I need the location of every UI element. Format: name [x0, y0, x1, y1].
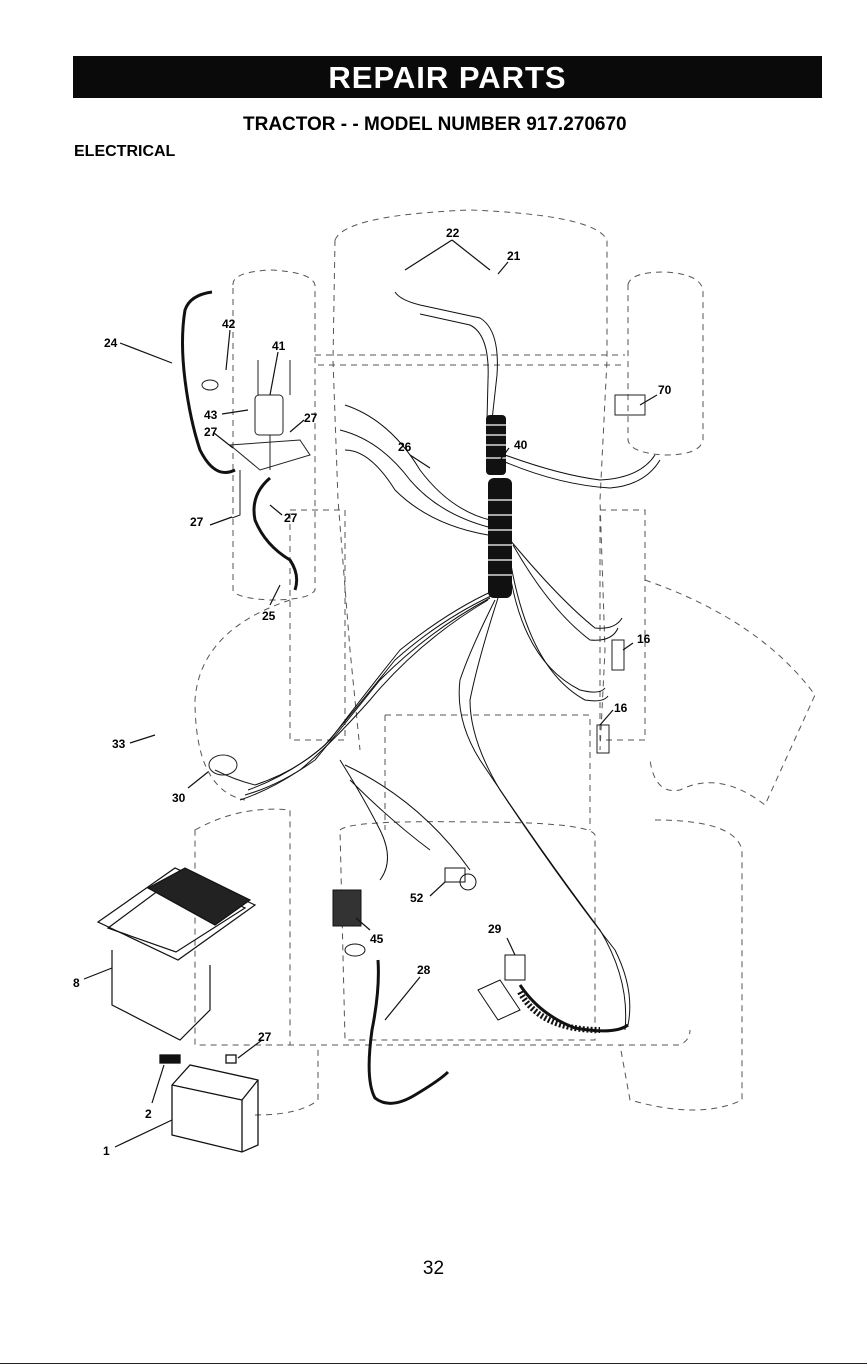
heavy-cables: [183, 292, 629, 1103]
bottom-rule: [0, 1363, 867, 1364]
callout-27d: 27: [284, 511, 298, 525]
connector-52: [445, 868, 476, 890]
callout-22: 22: [446, 226, 460, 240]
callout-8: 8: [73, 976, 80, 990]
callout-40: 40: [514, 438, 528, 452]
starter-coil-cable: [520, 992, 600, 1030]
battery-tray: [98, 868, 255, 1040]
battery: [160, 1055, 258, 1152]
callout-21: 21: [507, 249, 521, 263]
module-45: [333, 890, 365, 956]
callout-16a: 16: [637, 632, 651, 646]
page-number: 32: [0, 1258, 867, 1280]
wiring-harness: [240, 292, 660, 1030]
callout-25: 25: [262, 609, 276, 623]
callout-42: 42: [222, 317, 236, 331]
callout-41: 41: [272, 339, 286, 353]
callout-27b: 27: [304, 411, 318, 425]
callout-27c: 27: [190, 515, 204, 529]
leader-lines: [84, 240, 657, 1147]
callout-33: 33: [112, 737, 126, 751]
callout-24: 24: [104, 336, 118, 350]
callout-labels: 24 42 41 43 27 27 27 27 25 22 21 26 40 7…: [73, 226, 672, 1158]
callout-16b: 16: [614, 701, 628, 715]
wire-conduit: [486, 415, 512, 598]
starter-29: [478, 955, 525, 1020]
callout-29: 29: [488, 922, 502, 936]
callout-28: 28: [417, 963, 431, 977]
callout-70: 70: [658, 383, 672, 397]
callout-30: 30: [172, 791, 186, 805]
callout-27a: 27: [204, 425, 218, 439]
callout-43: 43: [204, 408, 218, 422]
callout-2: 2: [145, 1107, 152, 1121]
callout-45: 45: [370, 932, 384, 946]
callout-52: 52: [410, 891, 424, 905]
callout-27e: 27: [258, 1030, 272, 1044]
callout-26: 26: [398, 440, 412, 454]
callout-1: 1: [103, 1144, 110, 1158]
ignition-switch: [209, 755, 255, 785]
